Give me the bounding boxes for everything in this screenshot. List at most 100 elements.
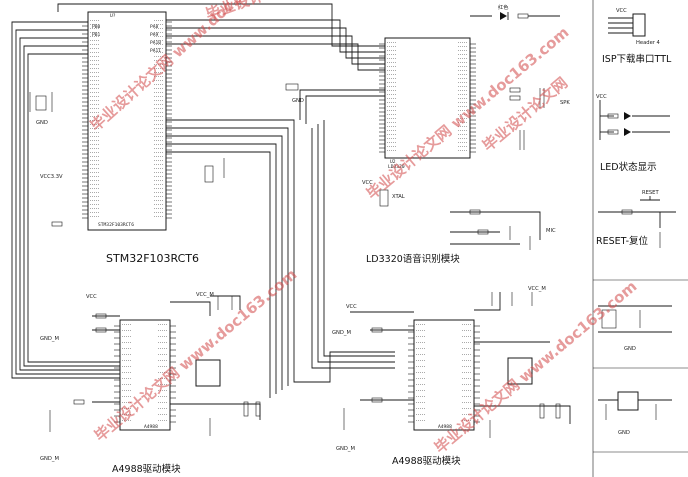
ld3320-title: LD3320语音识别模块 bbox=[366, 253, 460, 265]
ld-crystal bbox=[379, 189, 389, 207]
watermark-layer: 毕业设计论文网 www.doc163.com 毕业设计论文网 www.doc16… bbox=[87, 0, 641, 457]
status-led-2 bbox=[624, 128, 631, 136]
power-cap-1 bbox=[601, 309, 617, 329]
mcu-pin-pa8: PA8 bbox=[150, 24, 159, 30]
motor-connector-right bbox=[507, 357, 533, 385]
a4988l-resistor-3 bbox=[73, 399, 85, 405]
bus-wire-1 bbox=[11, 21, 120, 379]
drv-wire-5 bbox=[166, 151, 271, 398]
a4988l-vcc: VCC bbox=[86, 294, 97, 300]
mcu-pin-pa10: PA10 bbox=[150, 40, 161, 46]
bus-wire-3 bbox=[19, 37, 120, 371]
power-led-resistor bbox=[517, 13, 529, 19]
mcu-block: U? STM32F103RCT6 PB0 PB1 PA8 PA9 PA10 PA… bbox=[29, 11, 225, 265]
led-resistor-2 bbox=[607, 129, 619, 135]
a4988l-resistor-2 bbox=[95, 327, 107, 333]
isp-title: ISP下载串口TTL bbox=[602, 53, 672, 65]
drv-wire-2 bbox=[166, 127, 289, 386]
a4988-left-chip bbox=[119, 319, 171, 431]
reset-resistor bbox=[621, 209, 633, 215]
top-wire-3 bbox=[166, 27, 385, 59]
ld3320-chip bbox=[384, 37, 471, 159]
mcu-ref: U? bbox=[110, 13, 116, 19]
bus-wire-5 bbox=[27, 53, 120, 363]
a4988l-sense-2 bbox=[255, 401, 261, 417]
motor-connector-left bbox=[195, 359, 221, 387]
mic-label: MIC bbox=[546, 228, 556, 234]
mcu-chip bbox=[87, 11, 167, 231]
drv-wire-7 bbox=[317, 124, 395, 363]
mcu-gnd-label: GND bbox=[36, 120, 48, 126]
mcu-resistor bbox=[51, 221, 63, 227]
ld3320-pin-stubs bbox=[379, 42, 476, 153]
ld-resistor-2 bbox=[509, 95, 521, 101]
a4988l-wire-4 bbox=[170, 301, 211, 316]
a4988r-gndm: GND_M bbox=[332, 330, 351, 336]
drv-wire-6 bbox=[323, 120, 395, 357]
a4988-right-title: A4988驱动模块 bbox=[392, 455, 461, 467]
power-led-color: 红色 bbox=[498, 3, 508, 11]
mcu-pin-pb1: PB1 bbox=[92, 32, 101, 38]
mcu-crystal bbox=[35, 95, 47, 111]
ld-switch-label: GND bbox=[292, 98, 304, 104]
mic-wire-1 bbox=[450, 211, 541, 240]
top-wire-1 bbox=[57, 3, 385, 47]
mcu-pin-pa9: PA9 bbox=[150, 32, 159, 38]
mic-resistor-2 bbox=[477, 229, 489, 235]
mcu-pin-pb0: PB0 bbox=[92, 24, 101, 30]
top-wire-7 bbox=[305, 95, 385, 124]
rtc-crystal bbox=[204, 165, 214, 183]
reset-part: RESET bbox=[642, 190, 659, 196]
mcu-pin-pa11: PA11 bbox=[150, 48, 161, 54]
top-bus bbox=[57, 3, 385, 124]
a4988-left-block: A4988 VCC GND_M GND_M VCC_M A4988驱动模块 bbox=[40, 292, 261, 475]
ld-resistor-1 bbox=[509, 87, 521, 93]
ld-vcc-label: VCC bbox=[362, 180, 373, 186]
bus-wire-2 bbox=[15, 29, 120, 375]
ld3320-ref: U2 bbox=[390, 159, 396, 165]
isp-vcc: VCC bbox=[616, 8, 627, 14]
a4988-left-part: A4988 bbox=[144, 424, 158, 430]
drv-wire-3 bbox=[166, 135, 283, 390]
a4988r-wire-3 bbox=[474, 292, 501, 311]
a4988-right-block: A4988 VCC GND_M GND_M VCC_M A4988驱动模块 bbox=[332, 286, 571, 467]
a4988-left-pin-stubs bbox=[114, 324, 176, 423]
a4988r-resistor-2 bbox=[371, 397, 383, 403]
mcu-to-driver-bus bbox=[166, 119, 395, 398]
a4988-right-pin-stubs bbox=[408, 324, 480, 423]
drv-wire-4 bbox=[166, 143, 277, 394]
a4988r-resistor-1 bbox=[371, 327, 383, 333]
a4988-left-title: A4988驱动模块 bbox=[112, 463, 181, 475]
left-bus bbox=[11, 21, 120, 379]
mcu-title: STM32F103RCT6 bbox=[106, 252, 199, 265]
a4988l-wire-6 bbox=[170, 403, 261, 420]
a4988-right-chip bbox=[413, 319, 475, 431]
ld3320-part: LD3320 bbox=[388, 164, 405, 170]
voltage-regulator bbox=[617, 391, 639, 411]
power-gnd: GND bbox=[624, 346, 636, 352]
a4988r-wire-5 bbox=[474, 405, 571, 424]
drv-wire-1 bbox=[166, 119, 395, 383]
right-panel: VCC Header 4 ISP下载串口TTL VCC LED状态显示 RESE… bbox=[592, 0, 688, 477]
a4988-right-part: A4988 bbox=[438, 424, 452, 430]
a4988r-sense-1 bbox=[539, 403, 545, 419]
a4988r-vccm: VCC_M bbox=[528, 286, 546, 292]
bus-wire-4 bbox=[23, 45, 120, 367]
power-led-diode bbox=[500, 12, 507, 20]
mic-resistor-1 bbox=[469, 209, 481, 215]
a4988l-sense-1 bbox=[243, 401, 249, 417]
isp-header-connector bbox=[632, 13, 646, 37]
drv-wire-8 bbox=[311, 128, 395, 369]
ld3320-block: U2 LD3320 LD3320语音识别模块 红色 SPK XTAL VCC M… bbox=[285, 3, 570, 265]
speaker-label: SPK bbox=[560, 100, 570, 106]
mcu-vcc33-label: VCC3.3V bbox=[40, 174, 63, 180]
mcu-part-label: STM32F103RCT6 bbox=[98, 222, 134, 228]
a4988r-sense-2 bbox=[555, 403, 561, 419]
a4988l-gndm: GND_M bbox=[40, 336, 59, 342]
ld-xtal-label: XTAL bbox=[392, 194, 405, 200]
a4988l-resistor-1 bbox=[95, 313, 107, 319]
reg-gnd: GND bbox=[618, 430, 630, 436]
a4988l-vccm: VCC_M bbox=[196, 292, 214, 298]
